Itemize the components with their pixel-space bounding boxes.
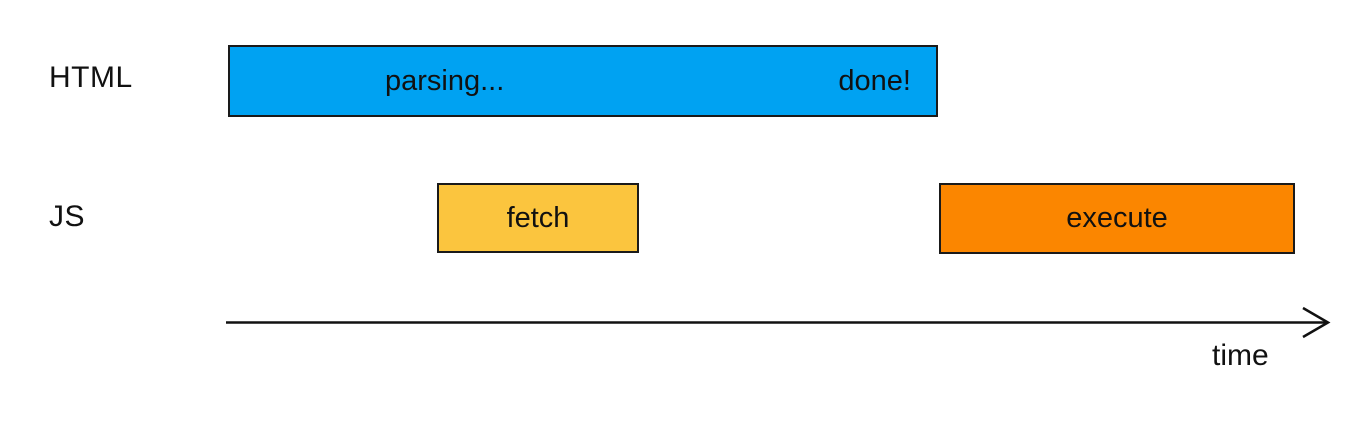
js-execute-bar: execute <box>939 183 1295 254</box>
html-row-label: HTML <box>49 61 133 94</box>
js-fetch-bar: fetch <box>437 183 639 253</box>
execute-label: execute <box>1066 202 1168 234</box>
done-label: done! <box>838 64 911 97</box>
time-axis-label: time <box>1212 339 1269 372</box>
time-axis-arrow-icon <box>226 306 1331 339</box>
parsing-label: parsing... <box>385 64 505 97</box>
js-row-label: JS <box>49 200 86 233</box>
html-parsing-bar: parsing... done! <box>228 45 938 117</box>
fetch-label: fetch <box>506 201 570 234</box>
